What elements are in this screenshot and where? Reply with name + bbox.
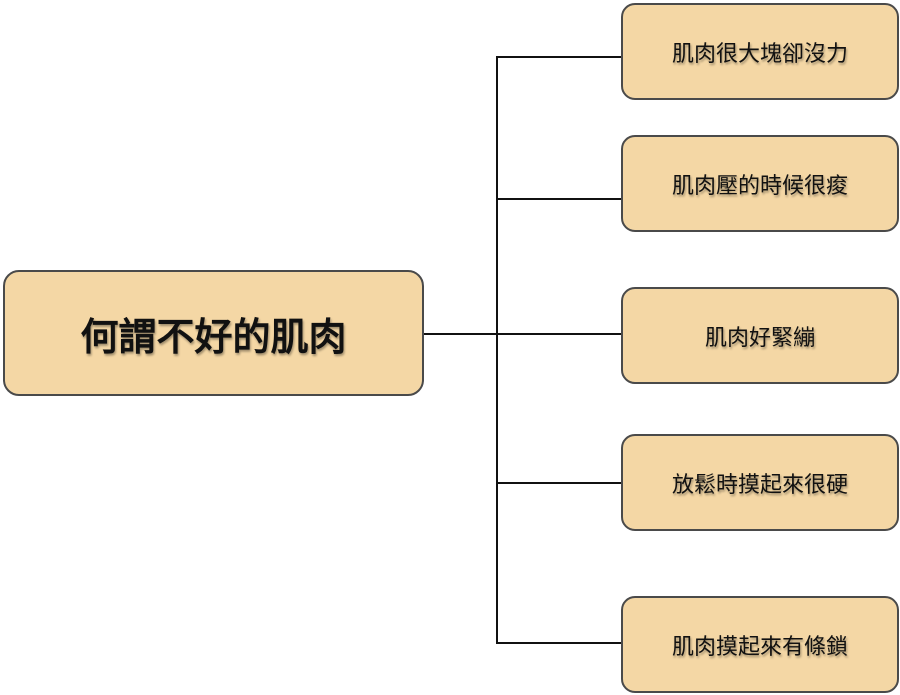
connector-root [423, 333, 498, 335]
child-node-2: 肌肉壓的時候很痠 [621, 135, 899, 232]
connector-branch-2 [496, 198, 622, 200]
connector-branch-5 [496, 642, 622, 644]
child-node-4: 放鬆時摸起來很硬 [621, 434, 899, 531]
root-label: 何謂不好的肌肉 [80, 314, 347, 359]
connector-branch-3 [496, 333, 622, 335]
connector-branch-1 [496, 56, 622, 58]
child-label: 肌肉摸起來有條鎖 [671, 634, 848, 660]
child-label: 肌肉很大塊卻沒力 [671, 41, 848, 67]
connector-branch-4 [496, 482, 622, 484]
root-node: 何謂不好的肌肉 [3, 270, 424, 396]
child-label: 肌肉壓的時候很痠 [671, 173, 848, 199]
child-node-1: 肌肉很大塊卻沒力 [621, 3, 899, 100]
child-node-5: 肌肉摸起來有條鎖 [621, 596, 899, 693]
connector-trunk [496, 56, 498, 644]
child-label: 放鬆時摸起來很硬 [671, 472, 848, 498]
child-label: 肌肉好緊繃 [704, 325, 815, 351]
child-node-3: 肌肉好緊繃 [621, 287, 899, 384]
